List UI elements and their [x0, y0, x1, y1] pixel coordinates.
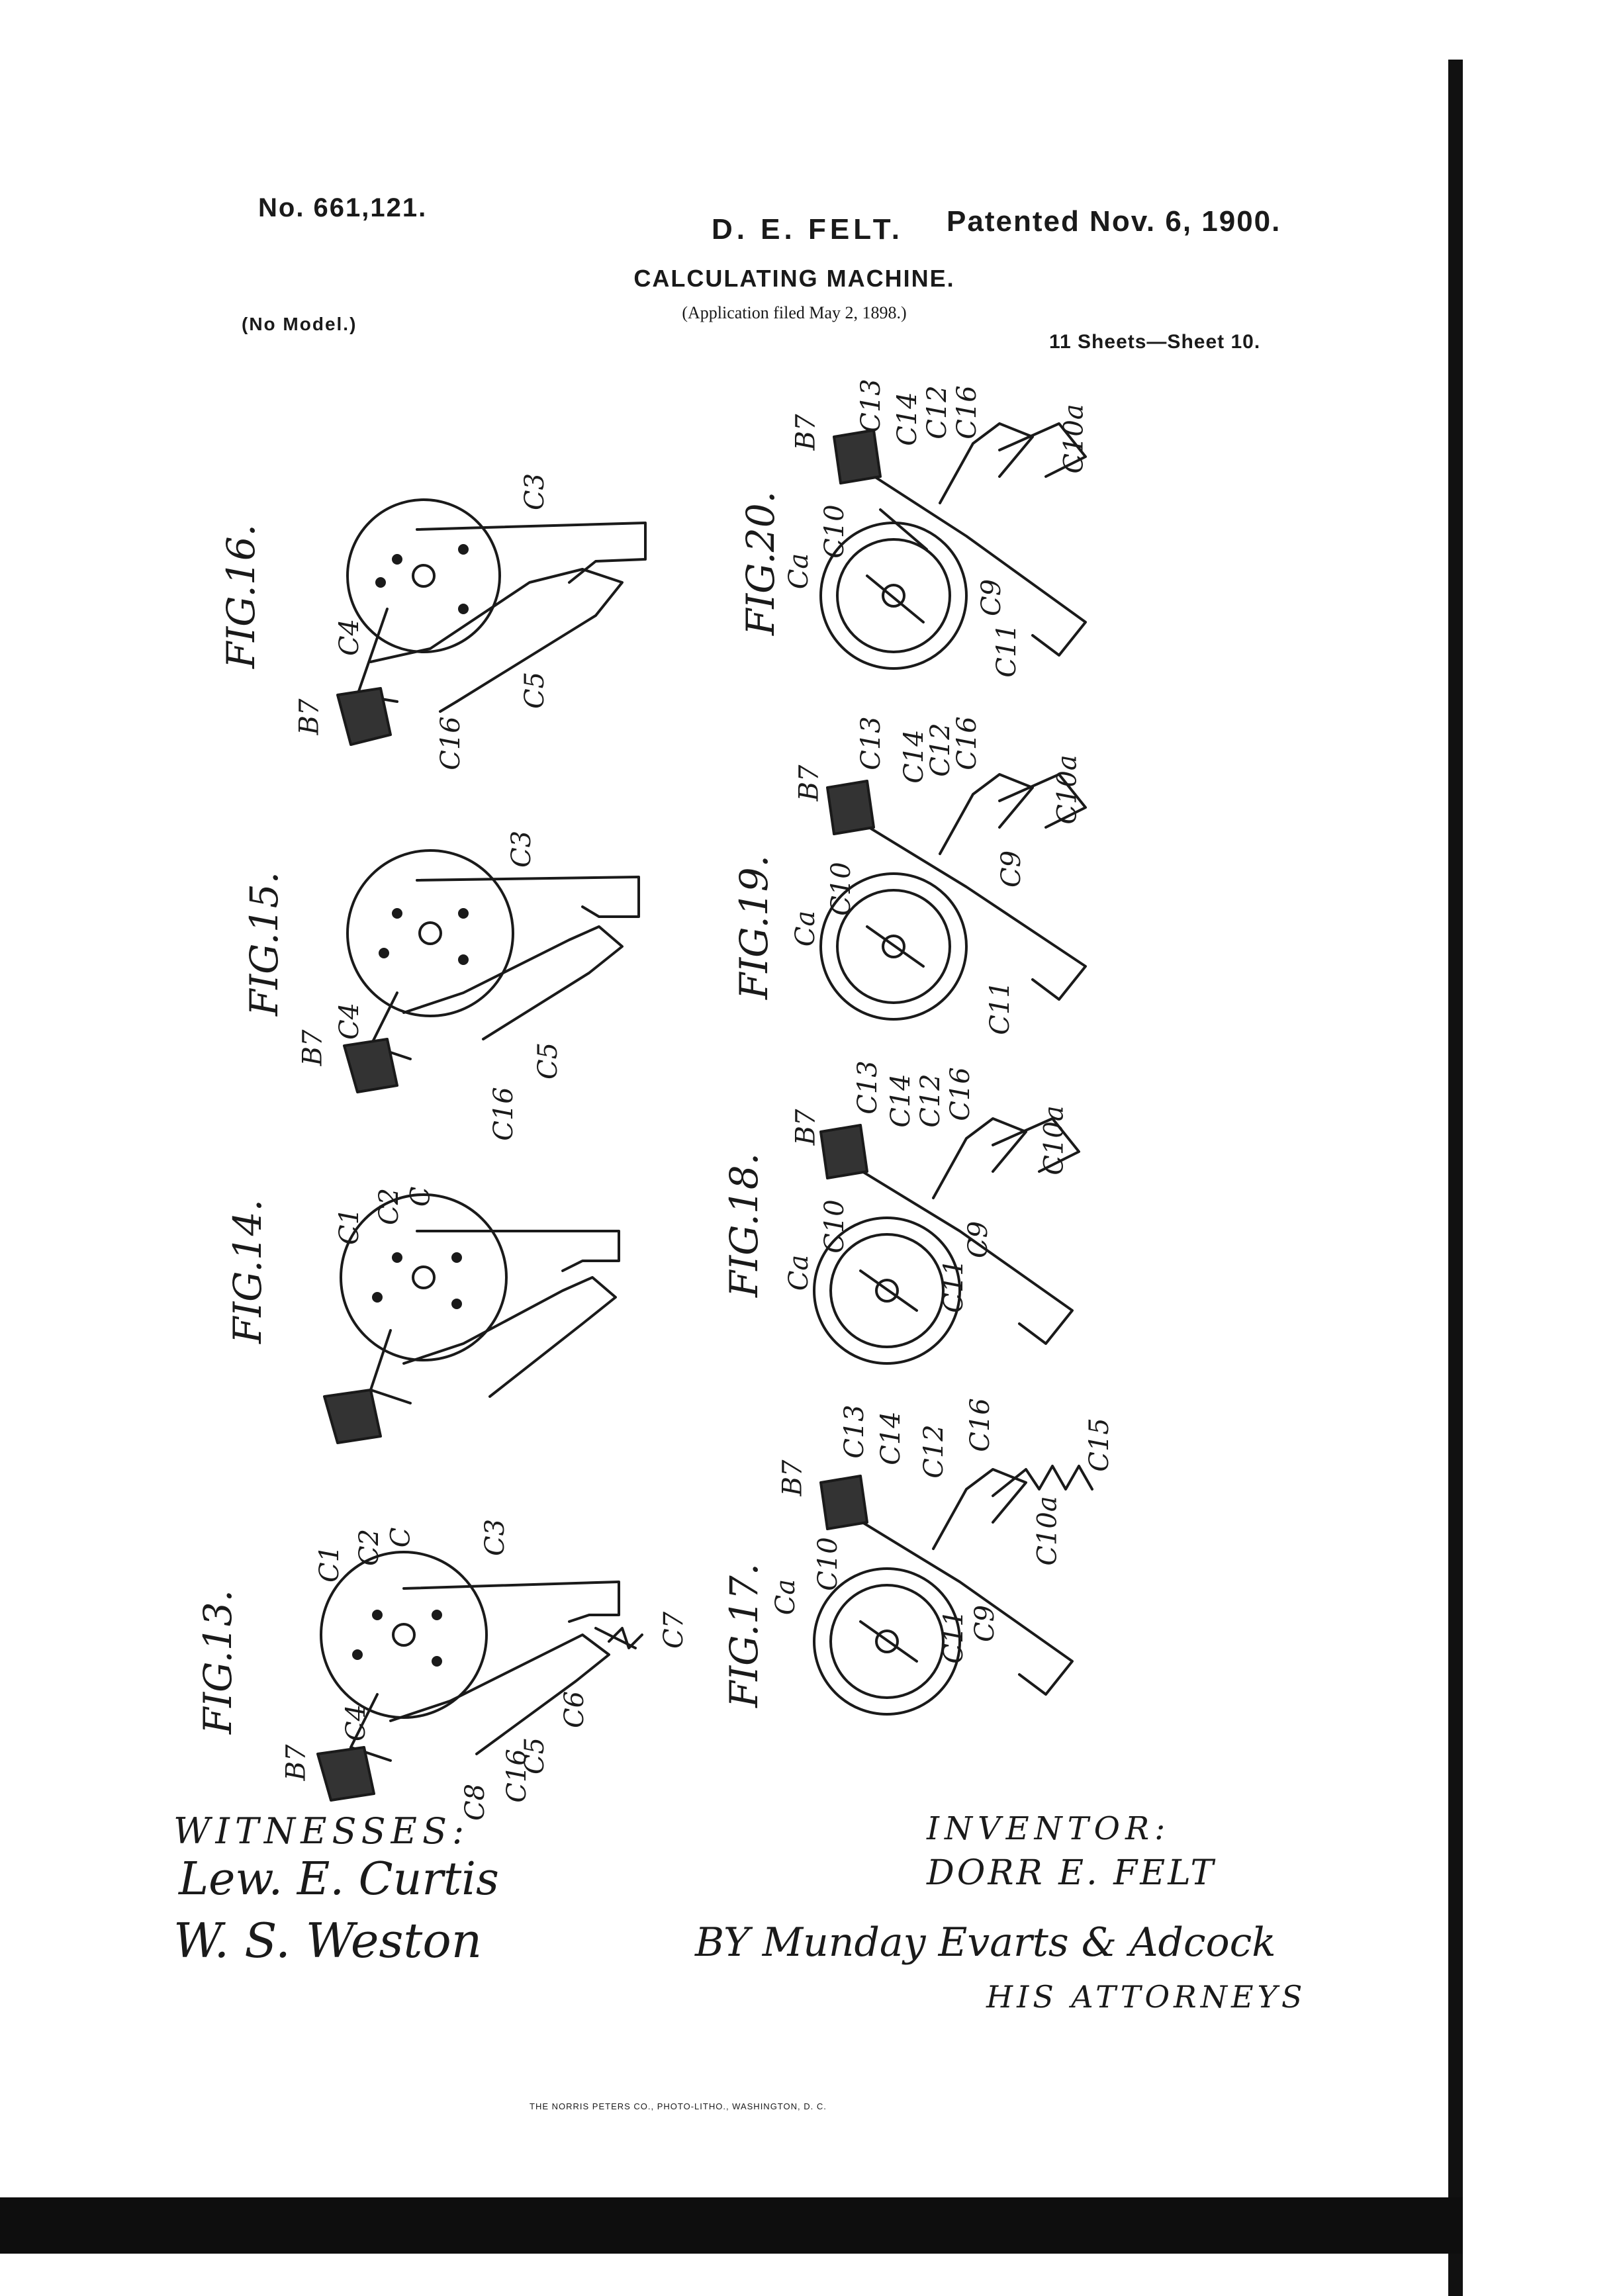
fig20-drawing — [819, 422, 1087, 670]
ref-letter: C14 — [875, 1411, 906, 1465]
ref-letter: C10 — [825, 862, 857, 916]
scan-edge-right — [1448, 60, 1463, 2296]
ref-letter: C4 — [334, 618, 365, 657]
ref-letter: C7 — [659, 1611, 690, 1649]
patent-number: No. 661,121. — [258, 193, 428, 222]
ref-letter: C9 — [996, 850, 1027, 888]
ref-letter: C11 — [938, 1610, 969, 1664]
fig14-drawing — [323, 1193, 620, 1444]
ref-letter: C12 — [921, 385, 952, 439]
ref-letter: C3 — [506, 830, 537, 868]
ref-letter: C10a — [1052, 755, 1083, 825]
patent-title: CALCULATING MACHINE. — [633, 265, 955, 292]
ref-letter: C10a — [1032, 1496, 1063, 1566]
fig19-drawing — [819, 773, 1087, 1021]
ref-letter: C11 — [938, 1259, 969, 1313]
ref-letter: C3 — [480, 1518, 511, 1557]
ref-letter: C11 — [991, 623, 1022, 678]
model-note: (No Model.) — [242, 314, 357, 334]
fig15-drawing — [343, 849, 640, 1093]
ref-letter: B7 — [297, 1029, 328, 1066]
fig-label: FIG.20. — [738, 490, 783, 635]
ref-letter: C10a — [1058, 404, 1090, 474]
ref-letter: C12 — [918, 1424, 949, 1479]
fig16-drawing — [336, 498, 647, 746]
ref-letter: Ca — [770, 1579, 802, 1616]
ref-letter: C10 — [812, 1537, 843, 1591]
ref-letter: C9 — [970, 1604, 1001, 1643]
ref-letter: C — [405, 1186, 436, 1207]
fig-label: FIG.16. — [218, 524, 263, 668]
fig18-drawing — [813, 1117, 1080, 1365]
ref-letter: C1 — [334, 1207, 365, 1246]
ref-letter: B7 — [794, 764, 825, 802]
ref-letter: C14 — [885, 1074, 916, 1128]
ref-letter: C13 — [855, 379, 886, 433]
ref-letter: C16 — [951, 385, 982, 439]
ref-letter: C3 — [520, 473, 551, 511]
ref-letter: B7 — [294, 698, 325, 735]
attorneys-signature: BY Munday Evarts & Adcock — [695, 1919, 1276, 1966]
ref-letter: C13 — [852, 1060, 883, 1115]
ref-letter: C10 — [819, 504, 850, 559]
ref-letter: C14 — [892, 392, 923, 446]
ref-letter: C16 — [951, 716, 982, 770]
ref-letter: C13 — [839, 1404, 870, 1459]
ref-letter: C5 — [533, 1042, 564, 1080]
ref-letter: C9 — [963, 1220, 994, 1259]
ref-letter: B7 — [790, 414, 821, 451]
ref-letter: C16 — [488, 1087, 519, 1141]
ref-letter: C2 — [354, 1528, 385, 1567]
fig17-drawing — [813, 1465, 1093, 1716]
ref-letter: C4 — [334, 1002, 365, 1040]
ref-letter: C1 — [314, 1545, 346, 1583]
ref-letter: C11 — [984, 981, 1015, 1035]
witness-signature: Lew. E. Curtis — [179, 1853, 499, 1906]
ref-letter: C6 — [559, 1690, 590, 1729]
ref-letter: Ca — [790, 910, 821, 947]
ref-letter: C12 — [915, 1074, 946, 1128]
ref-letter: C10 — [819, 1199, 850, 1254]
ref-letter: C9 — [976, 578, 1007, 617]
ref-letter: C4 — [341, 1704, 372, 1742]
fig-label: FIG.19. — [731, 854, 776, 999]
application-date: (Application filed May 2, 1898.) — [682, 303, 907, 322]
printer-imprint: THE NORRIS PETERS CO., PHOTO-LITHO., WAS… — [530, 2101, 827, 2111]
ref-letter: C5 — [520, 671, 551, 710]
ref-letter: C16 — [501, 1749, 532, 1803]
witness-signature: W. S. Weston — [173, 1913, 483, 1968]
ref-letter: Ca — [784, 1254, 815, 1291]
ref-letter: C2 — [374, 1187, 405, 1226]
ref-letter: B7 — [281, 1744, 312, 1781]
ref-letter: C — [385, 1527, 416, 1548]
inventor-label: INVENTOR: — [927, 1810, 1171, 1847]
patented-date: Patented Nov. 6, 1900. — [947, 205, 1281, 238]
witnesses-label: WITNESSES: — [173, 1810, 470, 1852]
ref-letter: C16 — [964, 1398, 996, 1452]
inventor-signature: DORR E. FELT — [927, 1853, 1217, 1893]
ref-letter: Ca — [784, 553, 815, 590]
attorneys-label: HIS ATTORNEYS — [986, 1979, 1307, 2015]
ref-letter: C13 — [855, 716, 886, 770]
inventor-name: D. E. FELT. — [711, 213, 904, 246]
sheet-count: 11 Sheets—Sheet 10. — [1049, 331, 1261, 353]
ref-letter: C15 — [1084, 1418, 1115, 1472]
ref-letter: B7 — [790, 1109, 821, 1146]
ref-letter: C10a — [1039, 1105, 1070, 1175]
scan-edge-bottom — [0, 2197, 1463, 2254]
fig-label: FIG.17. — [721, 1563, 766, 1708]
fig-label: FIG.18. — [721, 1152, 766, 1297]
fig-label: FIG.14. — [225, 1199, 270, 1344]
fig13-drawing — [316, 1551, 643, 1802]
ref-letter: C16 — [435, 716, 466, 770]
fig-label: FIG.15. — [242, 871, 287, 1016]
ref-letter: B7 — [777, 1459, 808, 1496]
ref-letter: C16 — [945, 1067, 976, 1121]
fig-label: FIG.13. — [195, 1589, 240, 1734]
